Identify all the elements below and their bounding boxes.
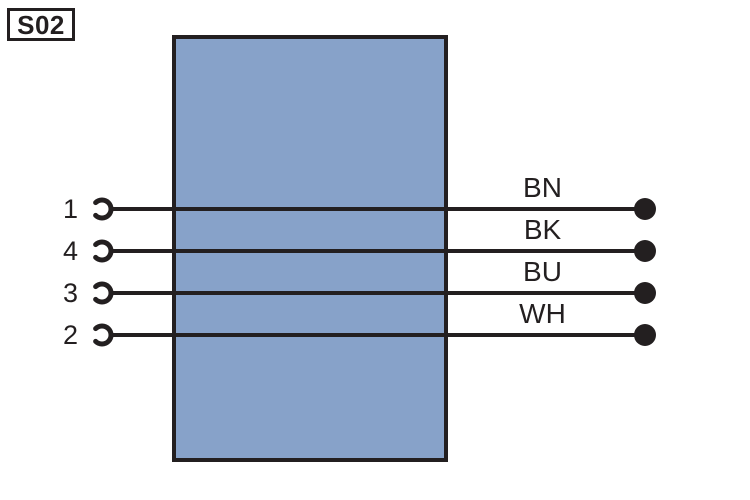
pin-number: 1 — [62, 194, 78, 224]
wire-color-label: WH — [519, 298, 566, 329]
pin-number: 2 — [62, 320, 78, 350]
connection-terminal-dot — [634, 198, 656, 220]
connection-terminal-dot — [634, 282, 656, 304]
pin-number: 3 — [62, 278, 78, 308]
wire-color-label: BU — [523, 256, 562, 287]
wire-line — [110, 333, 645, 337]
wire-line — [110, 249, 645, 253]
connection-terminal-dot — [634, 240, 656, 262]
pin-number: 4 — [62, 236, 78, 266]
wire-line — [110, 207, 645, 211]
wire-line — [110, 291, 645, 295]
wire-color-label: BN — [523, 172, 562, 203]
wire-color-label: BK — [523, 214, 562, 245]
component-label-box: S02 — [7, 8, 75, 41]
component-label: S02 — [17, 10, 65, 40]
connection-terminal-dot — [634, 324, 656, 346]
component-body — [172, 35, 448, 462]
